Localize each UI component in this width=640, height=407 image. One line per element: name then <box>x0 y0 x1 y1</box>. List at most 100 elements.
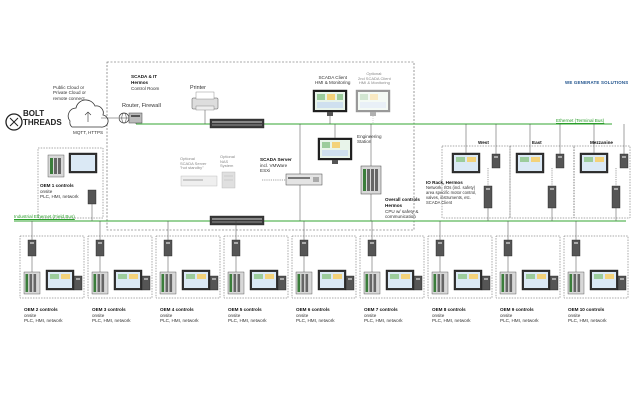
oem-unit-detail: onsite PLC, HMI, network <box>568 313 607 324</box>
plc-icon <box>295 271 313 295</box>
oem-boundary <box>37 147 104 219</box>
scada-server-title: SCADA Server <box>260 157 292 162</box>
oem-unit-title: OEM 7 controls <box>364 307 398 312</box>
oem-unit-detail: onsite PLC, HMI, network <box>228 313 267 324</box>
hmi-icon <box>113 269 143 291</box>
switch-icon <box>481 275 491 291</box>
switch-icon <box>141 275 151 291</box>
hmi-icon <box>317 269 347 291</box>
hmi-icon <box>68 152 98 174</box>
switch-icon <box>277 275 287 291</box>
scada-client-label: SCADA Client HMI & Monitoring <box>315 75 351 86</box>
server-icon <box>180 175 218 187</box>
plc-icon <box>91 271 109 295</box>
oem-boundary <box>291 235 357 299</box>
plc-icon <box>363 271 381 295</box>
switch-icon <box>571 239 581 257</box>
oem-unit <box>19 221 85 299</box>
io-rack-title: IO Rack, Hermos <box>426 180 463 185</box>
plc-icon <box>47 154 65 178</box>
switch-icon <box>231 239 241 257</box>
switch-icon <box>209 275 219 291</box>
oem-unit <box>427 221 493 299</box>
oem-1-title: OEM 1 controls <box>40 183 74 188</box>
oem-boundary <box>223 235 289 299</box>
oem-unit-title: OEM 9 controls <box>500 307 534 312</box>
monitor-icon <box>355 89 391 124</box>
area-boundary <box>573 145 631 219</box>
cloud-caption: Public Cloud or Private Cloud or remote … <box>53 85 86 101</box>
hmi-icon <box>451 152 481 174</box>
hmi-icon <box>181 269 211 291</box>
nas-icon <box>221 171 236 189</box>
area-label: West <box>478 140 489 145</box>
plc-icon <box>159 271 177 295</box>
terminal-bus-label: Ethernet (Terminal Bus) <box>556 118 605 123</box>
scada-server-detail: incl. VMWare ESXi <box>260 163 288 174</box>
oem-unit <box>223 221 289 299</box>
optional-scada-server-label: Optional SCADA Server "hot standby" <box>180 156 207 171</box>
control-room-title: SCADA & IT <box>131 74 158 79</box>
oem-unit <box>563 221 629 299</box>
optional-nas-label: Optional NAS System <box>220 154 235 169</box>
switch-icon <box>27 239 37 257</box>
oem-boundary <box>155 235 221 299</box>
cloud-protocols: MQTT, HTTPS <box>73 130 104 135</box>
plc-icon <box>431 271 449 295</box>
oem-unit-detail: onsite PLC, HMI, network <box>24 313 63 324</box>
globe-icon <box>118 112 130 124</box>
oem-unit-detail: onsite PLC, HMI, network <box>432 313 471 324</box>
switch-icon <box>491 153 501 169</box>
switch-icon <box>619 153 629 169</box>
brand-name-line1: BOLT <box>23 109 45 118</box>
switch-icon <box>345 275 355 291</box>
control-room-boundary <box>106 61 415 231</box>
oem-unit-title: OEM 2 controls <box>24 307 58 312</box>
switch-icon <box>435 239 445 257</box>
plc-icon <box>227 271 245 295</box>
control-room-vendor: Hermos <box>131 80 149 85</box>
oem-unit <box>155 221 221 299</box>
server-icon <box>285 124 323 221</box>
switch-icon <box>413 275 423 291</box>
cloud-icon <box>67 99 109 128</box>
oem-unit-title: OEM 4 controls <box>160 307 194 312</box>
router-label: Router, Firewall <box>122 103 161 109</box>
hmi-icon <box>249 269 279 291</box>
brand-tagline: WE GENERATE SOLUTIONS <box>565 80 629 85</box>
switch-icon <box>549 275 559 291</box>
overall-controls-detail: CPU w/ safety & communication <box>385 209 419 220</box>
oem-unit-title: OEM 10 controls <box>568 307 605 312</box>
plc-icon <box>360 124 382 221</box>
router-icon <box>128 112 143 124</box>
hmi-icon <box>589 269 619 291</box>
plc-icon <box>567 271 585 295</box>
oem-1-detail: onsite PLC, HMI, network <box>40 189 79 200</box>
oem-unit <box>495 221 561 299</box>
hmi-icon <box>579 152 609 174</box>
overall-controls-title: Overall controls <box>385 197 420 202</box>
oem-unit-detail: onsite PLC, HMI, network <box>160 313 199 324</box>
scada-client-optional-label: Optional: 2nd SCADA Client HMI & Monitor… <box>358 71 391 86</box>
switch-icon <box>299 239 309 257</box>
plc-icon <box>23 271 41 295</box>
switch-icon <box>87 189 97 221</box>
switch-icon <box>547 185 557 209</box>
monitor-icon <box>317 124 353 164</box>
oem-unit-title: OEM 6 controls <box>296 307 330 312</box>
switch-icon <box>163 239 173 257</box>
oem-unit-title: OEM 8 controls <box>432 307 466 312</box>
area-label: East <box>532 140 542 145</box>
monitor-icon <box>312 89 348 124</box>
switch-icon <box>617 275 627 291</box>
switch-icon <box>95 239 105 257</box>
oem-unit-title: OEM 5 controls <box>228 307 262 312</box>
oem-unit <box>291 221 357 299</box>
oem-boundary <box>19 235 85 299</box>
hmi-icon <box>453 269 483 291</box>
brand-name-line2: THREADS <box>23 117 62 127</box>
hmi-icon <box>45 269 75 291</box>
